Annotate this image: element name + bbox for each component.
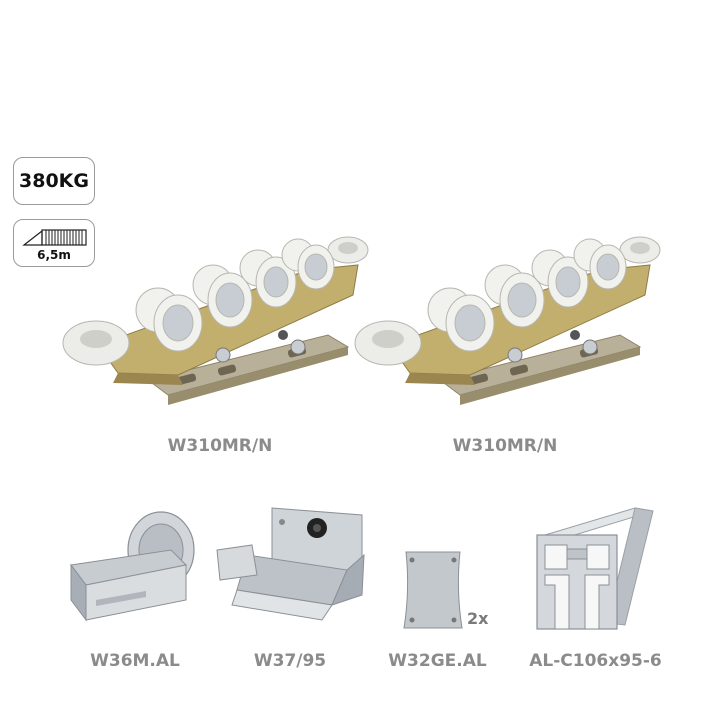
product-label-carriage-right: W310MR/N bbox=[452, 436, 558, 456]
product-label-end-cap: W32GE.AL bbox=[388, 651, 487, 671]
weight-capacity-badge: 380KG bbox=[13, 157, 95, 205]
end-cap-plate-image bbox=[403, 551, 463, 629]
guide-roller-bracket-image bbox=[70, 511, 195, 622]
roller-carriage-left-image bbox=[62, 236, 369, 405]
product-label-guide-roller: W36M.AL bbox=[90, 651, 180, 671]
gate-length-text: 6,5m bbox=[37, 248, 71, 262]
gate-length-icon bbox=[22, 229, 87, 246]
end-catcher-bracket-image bbox=[216, 507, 365, 621]
product-label-carriage-left: W310MR/N bbox=[167, 436, 273, 456]
end-cap-quantity: 2x bbox=[467, 609, 489, 628]
product-label-aluminium-profile: AL-C106x95-6 bbox=[529, 651, 662, 671]
roller-carriage-right-image bbox=[354, 236, 661, 405]
aluminium-profile-image bbox=[536, 507, 654, 630]
weight-capacity-text: 380KG bbox=[19, 170, 89, 192]
product-label-end-catcher: W37/95 bbox=[253, 651, 327, 671]
gate-length-badge: 6,5m bbox=[13, 219, 95, 267]
